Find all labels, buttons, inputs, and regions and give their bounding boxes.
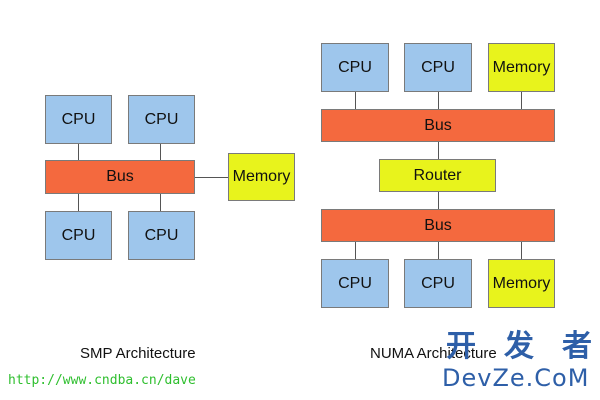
numa-link-memory-bottom <box>521 242 522 259</box>
numa-cpu-top-1: CPU <box>321 43 389 92</box>
numa-link-cpu-top-1 <box>355 92 356 109</box>
watermark-site: DevZe.CoM <box>442 364 590 392</box>
smp-cpu-bottom-left: CPU <box>45 211 112 260</box>
numa-link-cpu-bottom-1 <box>355 242 356 259</box>
numa-router: Router <box>379 159 496 192</box>
smp-caption: SMP Architecture <box>80 345 196 362</box>
smp-cpu-top-right: CPU <box>128 95 195 144</box>
numa-cpu-bottom-1: CPU <box>321 259 389 308</box>
smp-link-cpu-bottom-right <box>160 194 161 211</box>
watermark-char-2: 发 <box>504 329 534 364</box>
smp-link-memory <box>194 177 229 178</box>
smp-link-cpu-top-left <box>78 143 79 160</box>
numa-memory-bottom: Memory <box>488 259 555 308</box>
numa-cpu-bottom-2: CPU <box>404 259 472 308</box>
smp-link-cpu-bottom-left <box>78 194 79 211</box>
smp-link-cpu-top-right <box>160 143 161 160</box>
numa-link-memory-top <box>521 92 522 109</box>
smp-memory: Memory <box>228 153 295 201</box>
watermark-url: http://www.cndba.cn/dave <box>8 373 196 388</box>
numa-link-bus-top-router <box>438 142 439 159</box>
numa-bus-bottom: Bus <box>321 209 555 242</box>
watermark-char-1: 开 <box>446 329 476 364</box>
numa-memory-top: Memory <box>488 43 555 92</box>
smp-bus: Bus <box>45 160 195 194</box>
numa-link-router-bus-bottom <box>438 192 439 209</box>
numa-bus-top: Bus <box>321 109 555 142</box>
numa-link-cpu-bottom-2 <box>438 242 439 259</box>
numa-cpu-top-2: CPU <box>404 43 472 92</box>
watermark-char-3: 者 <box>562 329 592 364</box>
numa-caption: NUMA Architecture <box>370 345 497 362</box>
smp-cpu-top-left: CPU <box>45 95 112 144</box>
watermark-logo-chars: 开 发 者 <box>446 332 592 362</box>
numa-link-cpu-top-2 <box>438 92 439 109</box>
smp-cpu-bottom-right: CPU <box>128 211 195 260</box>
